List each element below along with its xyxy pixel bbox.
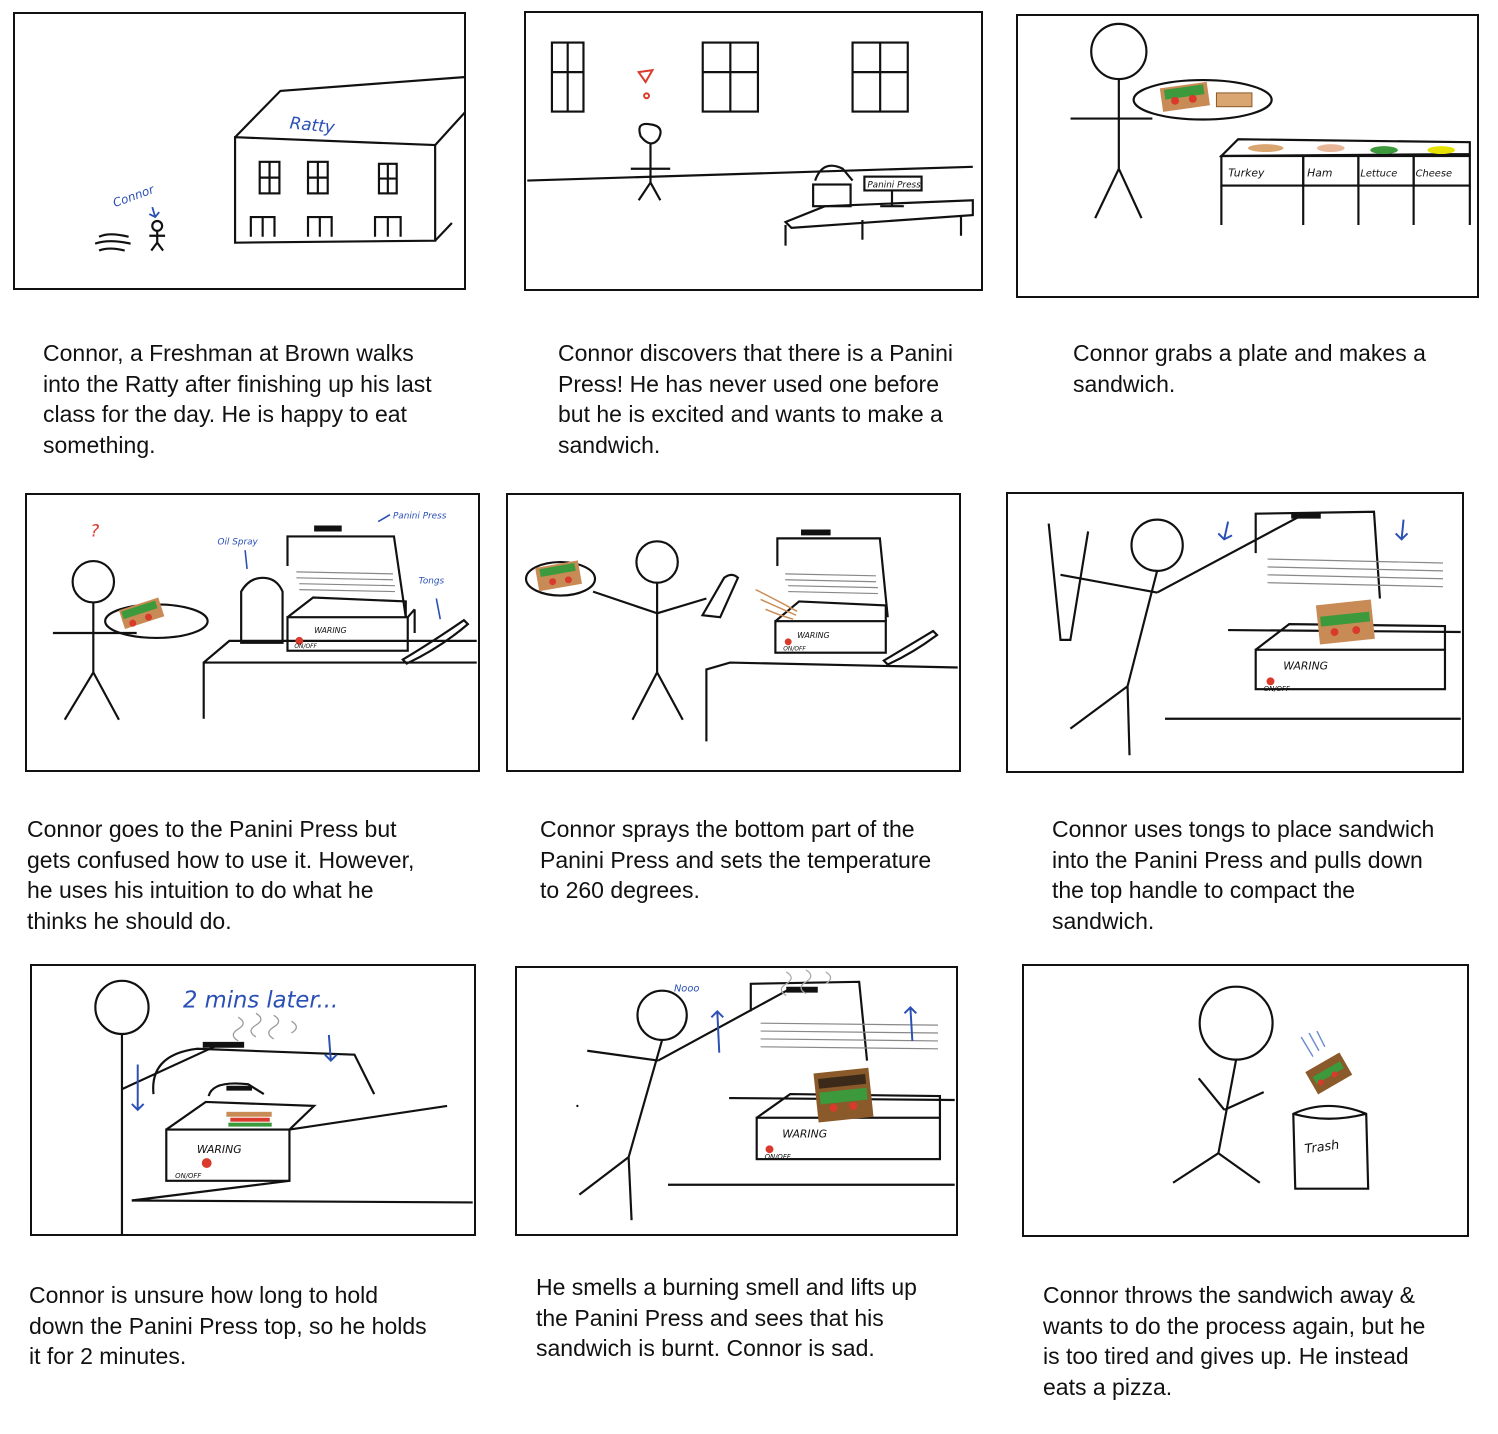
panel-9-trash-label: Trash	[1304, 1138, 1340, 1158]
panel-3-bin-label-turkey: Turkey	[1228, 167, 1265, 180]
panel-8-drawing: Nooo WARING ON/OFF	[576, 969, 955, 1221]
panel-1-caption: Connor, a Freshman at Brown walks into t…	[43, 340, 432, 458]
panel-5-drawing: WARING ON/OFF	[524, 529, 958, 742]
panel-3-bin-label-cheese: Cheese	[1416, 169, 1452, 180]
panel-3-frame: Turkey Ham Lettuce Cheese	[1016, 14, 1479, 298]
panel-4-press-label: Panini Press	[393, 512, 447, 522]
panel-3-bin-label-lettuce: Lettuce	[1360, 169, 1397, 180]
panel-4-oilspray-label: Oil Spray	[218, 537, 259, 547]
panel-7-caption: Connor is unsure how long to hold down t…	[29, 1282, 427, 1369]
panel-6-frame: WARING ON/OFF	[1006, 492, 1464, 773]
panel-9-caption: Connor throws the sandwich away & wants …	[1043, 1282, 1426, 1400]
panel-1-connor-label: Connor	[111, 182, 157, 210]
panel-1-frame: Ratty Connor	[13, 12, 466, 290]
panel-4-tongs-label: Tongs	[419, 577, 445, 587]
panel-5-switch-label: ON/OFF	[783, 647, 806, 653]
panel-8-frame: Nooo WARING ON/OFF	[515, 966, 958, 1236]
panel-4-switch-label: ON/OFF	[294, 644, 317, 650]
panel-8-brand-label: WARING	[782, 1127, 827, 1140]
panel-2-sign-label: Panini Press	[867, 180, 921, 190]
panel-7-switch-label: ON/OFF	[175, 1172, 202, 1180]
panel-2-frame: Panini Press	[524, 11, 983, 291]
panel-2-drawing: Panini Press	[527, 41, 974, 246]
panel-4-brand-label: WARING	[314, 626, 347, 635]
panel-5-caption: Connor sprays the bottom part of the Pan…	[540, 816, 932, 903]
panel-8-exclaim-label: Nooo	[674, 984, 699, 995]
panel-2-caption: Connor discovers that there is a Panini …	[558, 340, 954, 458]
panel-8-caption: He smells a burning smell and lifts up t…	[536, 1274, 917, 1361]
panel-6-switch-label: ON/OFF	[1264, 685, 1291, 693]
panel-7-time-label: 2 mins later...	[183, 987, 338, 1013]
panel-7-brand-label: WARING	[197, 1143, 242, 1156]
panel-4-question-mark: ?	[90, 520, 99, 540]
panel-9-drawing: Trash	[1172, 985, 1370, 1190]
panel-1-drawing: Ratty Connor	[94, 76, 464, 252]
panel-3-bin-label-ham: Ham	[1307, 167, 1332, 180]
panel-1-ratty-label: Ratty	[289, 112, 337, 137]
panel-5-frame: WARING ON/OFF	[506, 493, 961, 772]
panel-7-frame: 2 mins later... WARING ON/OFF	[30, 964, 476, 1236]
panel-6-drawing: WARING ON/OFF	[1047, 510, 1461, 756]
panel-4-frame: ? Oil Spray Panini Press Tongs WARING ON…	[25, 493, 480, 772]
panel-3-drawing: Turkey Ham Lettuce Cheese	[1070, 22, 1471, 226]
panel-4-drawing: ? Oil Spray Panini Press Tongs WARING ON…	[52, 512, 477, 721]
panel-4-caption: Connor goes to the Panini Press but gets…	[27, 816, 415, 934]
panel-8-switch-label: ON/OFF	[765, 1153, 792, 1161]
panel-5-brand-label: WARING	[797, 631, 830, 640]
panel-7-drawing: 2 mins later... WARING ON/OFF	[94, 979, 473, 1234]
panel-9-frame: Trash	[1022, 964, 1469, 1237]
panel-6-brand-label: WARING	[1283, 659, 1328, 672]
panel-3-caption: Connor grabs a plate and makes a sandwic…	[1073, 340, 1426, 397]
panel-6-caption: Connor uses tongs to place sandwich into…	[1052, 816, 1435, 934]
